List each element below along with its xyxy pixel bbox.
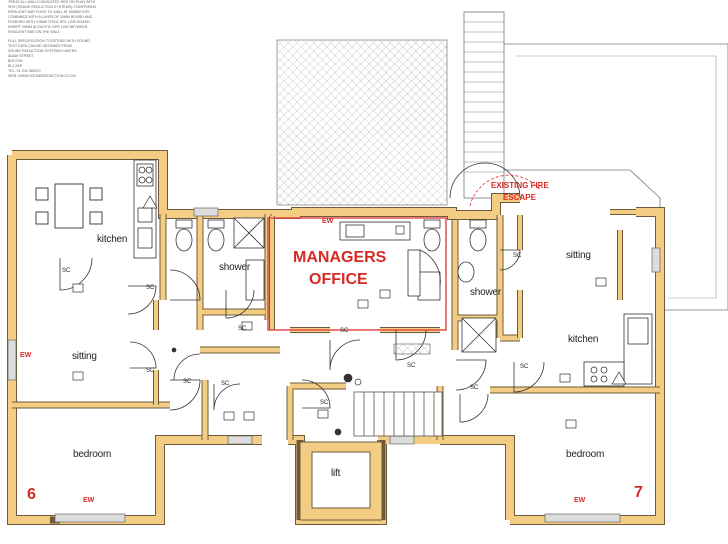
sc-marker: SC [520,364,529,370]
note-line: RESILIENT BAR ON THE WALL [8,30,61,34]
lift-label: lift [331,468,341,479]
note-line: WEB: WWW.SOUNDREDUCTION.CO.UK [8,74,76,78]
windows [7,207,661,523]
sc-marker: SC [146,285,155,291]
note-line: RESILIENT BAR FIXED TO WALL AT 600MM CRS [8,10,90,14]
shower-label-right: shower [470,287,502,298]
ew-marker: EW [20,352,32,359]
ew-marker: EW [322,218,334,225]
roof-hatch-area [276,39,448,206]
flat-number-left: 6 [27,486,36,503]
internal-stair [353,391,443,437]
fire-escape-label-2: ESCAPE [503,193,536,202]
sc-marker: SC [221,381,230,387]
note-line: BL3 2AP [8,64,23,68]
sc-marker: SC [513,253,522,259]
managers-office-title: MANAGERS [293,249,387,266]
sc-marker: SC [62,268,71,274]
office-threshold [393,343,431,355]
kitchen-label-right: kitchen [568,334,599,345]
ew-marker: EW [83,497,95,504]
kitchen-units-right [583,313,653,387]
door-swings [59,162,545,423]
sc-marker: SC [340,328,349,334]
note-line: FINISHED WITH 9.5MM THICK DRY LINE BOARD [8,20,90,24]
bedroom-label-left: bedroom [73,449,112,460]
escape-landing-outline [504,43,728,311]
fire-escape-arc [469,174,541,207]
shower-label-left: shower [219,262,251,273]
sc-marker: SC [470,385,479,391]
bedroom-label-right: bedroom [566,449,605,460]
sitting-label-left: sitting [72,351,97,362]
note-line: ADAM STREET [8,54,34,58]
sc-marker: SC [320,400,329,406]
note-line: SRS (SOUND REDUCTION SYSTEMS) COMPRISING [8,5,97,9]
kitchen-units-left [133,159,157,259]
note-line: SOUND REDUCTION SYSTEMS LIMITED [8,49,77,53]
note-line: TREAT ALL WALLS INDICATED RED ON PLAN WI… [8,0,96,4]
note-line: FULL SPECIFICATION TOGETHER WITH SOUND [8,39,90,43]
note-line: COMBINED WITH A LAYER OF 30MM BOARD AND [8,15,93,19]
fire-escape-label: EXISTING FIRE [491,181,549,190]
note-line: TEST DATA CAN BE OBTAINED FROM [8,44,73,48]
sc-marker: SC [146,368,155,374]
kitchen-label-left: kitchen [97,234,128,245]
managers-office-subtitle: OFFICE [309,271,368,288]
note-line: INSERT 25MM ACOUSTIC APR 1200 BETWEEN [8,25,88,29]
sc-marker: SC [407,363,416,369]
sound-spec-notes: TREAT ALL WALLS INDICATED RED ON PLAN WI… [8,0,158,79]
note-line: BOLTON [8,59,23,63]
managers-office-red-wall [267,217,447,331]
flat-number-right: 7 [634,484,643,501]
sanitary-fittings [175,217,497,353]
escape-landing-inner [516,55,717,299]
fire-escape-stair [463,11,505,199]
sc-marker: SC [183,379,192,385]
lift-shaft [299,441,383,521]
ew-marker: EW [574,497,586,504]
dining-table [35,183,103,229]
sitting-label-right: sitting [566,250,591,261]
sc-marker: SC [238,326,247,332]
walls [7,150,665,525]
note-line: TEL: 01 204 380074 [8,69,41,73]
electrical-symbols [72,195,627,436]
